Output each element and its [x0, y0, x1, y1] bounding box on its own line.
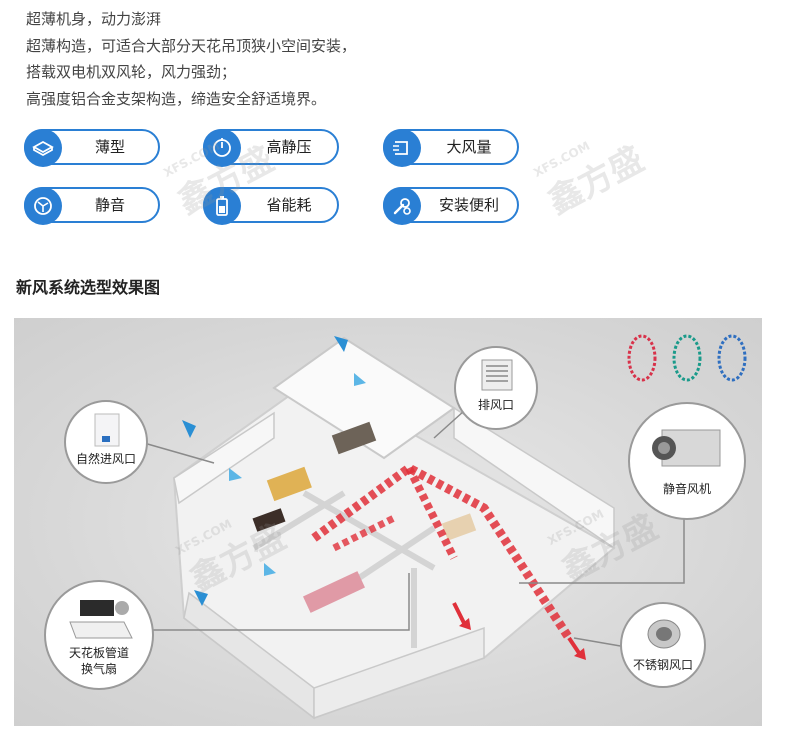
feature-label: 静音 — [94, 196, 125, 214]
intro-line: 高强度铝合金支架构造，缔造安全舒适境界。 — [26, 89, 327, 108]
feature-energy-saving: 省能耗 — [203, 187, 339, 225]
feature-quiet: 静音 — [24, 187, 160, 225]
feature-high-pressure: 高静压 — [203, 129, 339, 167]
feature-label: 省能耗 — [266, 196, 312, 214]
callout-exhaust-outlet: 排风口 — [454, 346, 538, 430]
feature-label: 薄型 — [94, 138, 125, 156]
pressure-gauge-icon — [203, 129, 241, 167]
feature-thin: 薄型 — [24, 129, 160, 167]
feature-label: 高静压 — [266, 138, 312, 156]
feature-high-airflow: 大风量 — [383, 129, 519, 167]
callout-label: 天花板管道 — [68, 646, 129, 660]
house-cutaway-illustration — [143, 334, 747, 720]
callout-label: 不锈钢风口 — [632, 658, 693, 672]
section-title: 新风系统选型效果图 — [16, 278, 161, 297]
callout-label: 自然进风口 — [75, 452, 136, 466]
callout-steel-outlet: 不锈钢风口 — [620, 602, 706, 688]
quiet-fan-icon — [24, 187, 62, 225]
feature-easy-install: 安装便利 — [383, 187, 519, 225]
feature-label: 大风量 — [446, 138, 492, 156]
airflow-icon — [383, 129, 421, 167]
callout-natural-inlet: 自然进风口 — [64, 400, 148, 484]
callout-label: 换气扇 — [80, 662, 117, 676]
battery-icon — [203, 187, 241, 225]
wrench-gear-icon — [383, 187, 421, 225]
intro-line: 搭载双电机双风轮，风力强劲； — [26, 63, 237, 81]
callout-label: 排风口 — [477, 398, 514, 412]
intro-line: 超薄构造，可适合大部分天花吊顶狭小空间安装， — [26, 36, 357, 55]
callout-label: 静音风机 — [662, 482, 711, 496]
callout-silent-fan: 静音风机 — [628, 402, 746, 520]
intro-line: 超薄机身，动力澎湃 — [26, 10, 162, 28]
thin-box-icon — [24, 129, 62, 167]
intro-text: 超薄机身，动力澎湃 超薄构造，可适合大部分天花吊顶狭小空间安装， 搭载双电机双风… — [26, 6, 356, 112]
callout-ceiling-fan: 天花板管道 换气扇 — [44, 580, 154, 690]
feature-label: 安装便利 — [438, 196, 499, 214]
